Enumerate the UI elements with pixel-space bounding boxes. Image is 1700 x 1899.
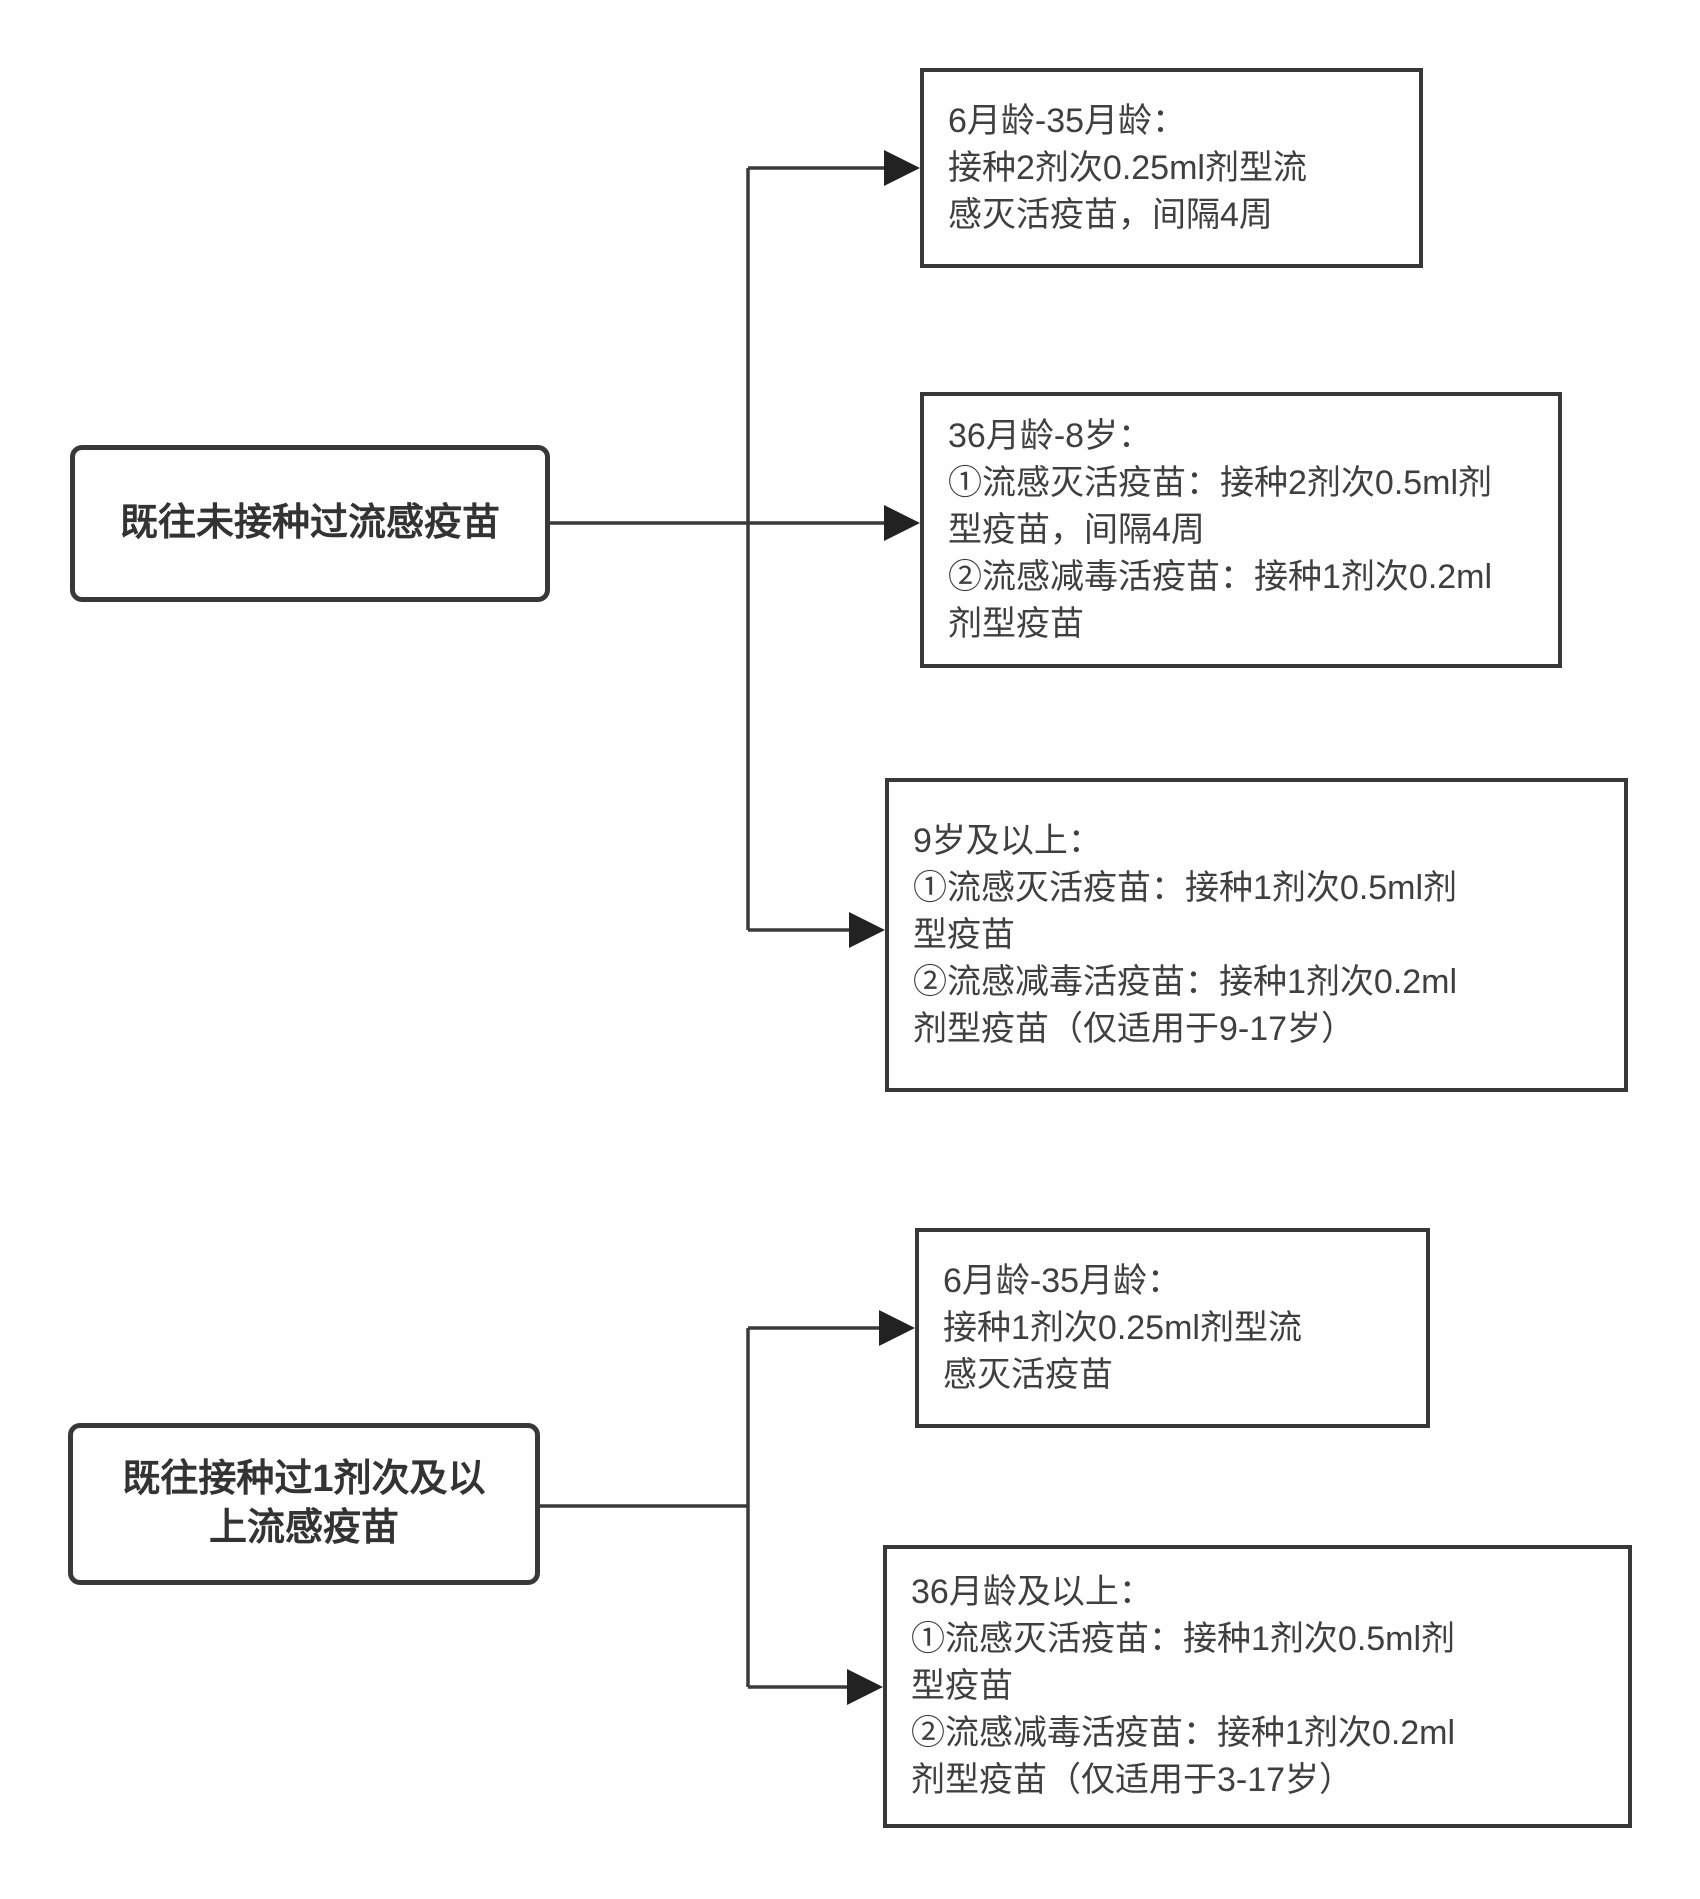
child-node-6-35-months: 6月龄-35月龄： 接种2剂次0.25ml剂型流 感灭活疫苗，间隔4周 [920,68,1423,268]
arrowhead-icon [849,912,885,948]
arrowhead-icon [847,1669,883,1705]
child-node-36m-and-above: 36月龄及以上： ①流感灭活疫苗：接种1剂次0.5ml剂 型疫苗 ②流感减毒活疫… [883,1545,1632,1828]
root-node-never-vaccinated: 既往未接种过流感疫苗 [70,445,550,602]
child-node-36m-to-8y: 36月龄-8岁： ①流感灭活疫苗：接种2剂次0.5ml剂 型疫苗，间隔4周 ②流… [920,392,1562,668]
arrowhead-icon [884,150,920,186]
root-node-previously-vaccinated: 既往接种过1剂次及以 上流感疫苗 [68,1423,540,1585]
child-node-6-35-months-prior-dose: 6月龄-35月龄： 接种1剂次0.25ml剂型流 感灭活疫苗 [915,1228,1430,1428]
arrowhead-icon [879,1310,915,1346]
arrowhead-icon [884,505,920,541]
child-node-9y-and-above: 9岁及以上： ①流感灭活疫苗：接种1剂次0.5ml剂 型疫苗 ②流感减毒活疫苗：… [885,778,1628,1092]
